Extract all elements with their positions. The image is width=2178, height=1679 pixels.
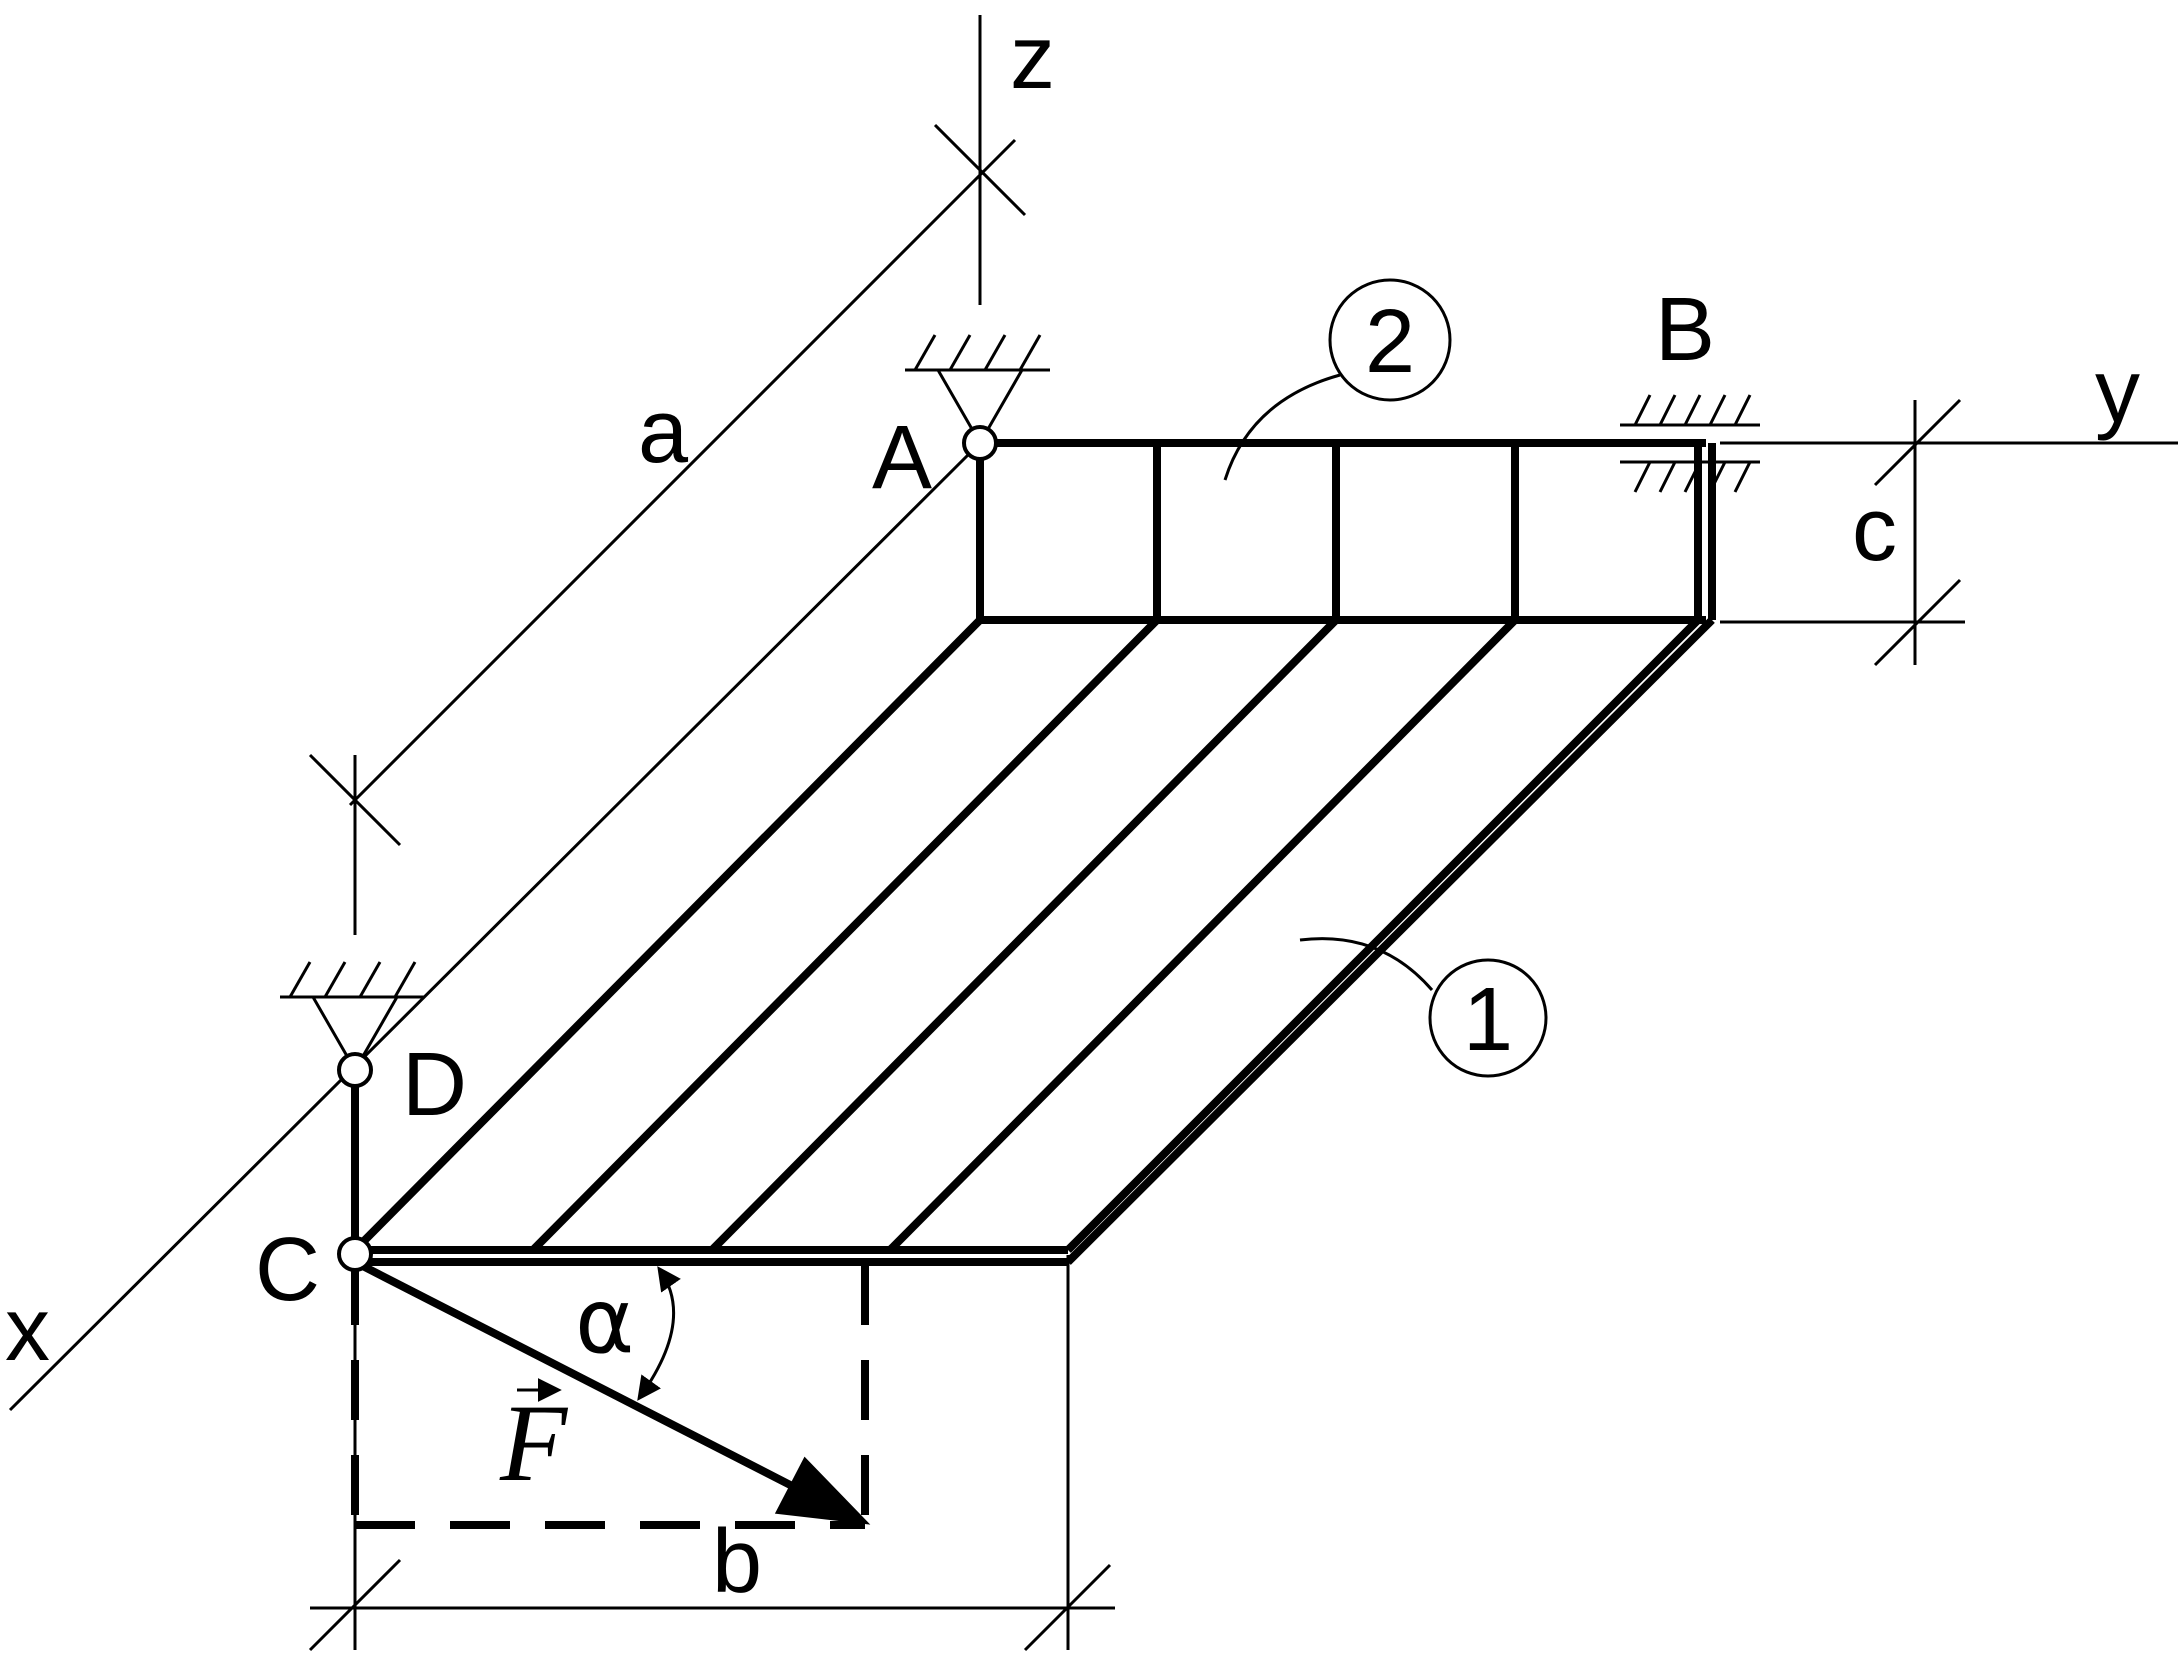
point-b-label: B xyxy=(1655,280,1715,380)
x-axis xyxy=(8,441,982,1412)
point-c-label: C xyxy=(255,1220,320,1320)
force-projection-box xyxy=(351,1265,869,1529)
dimension-a xyxy=(308,120,1027,935)
x-axis-label: x xyxy=(5,1280,50,1380)
hinge-a xyxy=(962,425,998,461)
hinge-c xyxy=(337,1236,373,1272)
force-f-symbol: F xyxy=(499,1382,569,1504)
plate-1 xyxy=(352,617,1715,1266)
hinge-d xyxy=(337,1052,373,1088)
dimension-c-label: c xyxy=(1852,480,1897,580)
support-d xyxy=(280,961,425,1074)
support-a xyxy=(905,334,1050,447)
part-1-label: 1 xyxy=(1463,970,1513,1070)
dimension-a-label: a xyxy=(638,382,689,482)
support-b xyxy=(1620,394,1760,493)
dimension-b-label: b xyxy=(712,1512,762,1612)
z-axis-label: z xyxy=(1010,8,1055,108)
callout-part-1: 1 xyxy=(1299,937,1548,1078)
point-a-label: A xyxy=(872,408,932,508)
angle-alpha-label: α xyxy=(575,1269,634,1374)
plate-2 xyxy=(976,439,1716,624)
point-d-label: D xyxy=(402,1035,467,1135)
force-vector-f xyxy=(353,1258,871,1525)
angle-alpha-arc xyxy=(637,1266,681,1401)
y-axis-label: y xyxy=(2095,342,2140,442)
force-f-label: F xyxy=(499,1378,569,1504)
part-2-label: 2 xyxy=(1365,292,1415,392)
dimension-c xyxy=(1720,398,1965,667)
callout-part-2: 2 xyxy=(1223,278,1452,481)
